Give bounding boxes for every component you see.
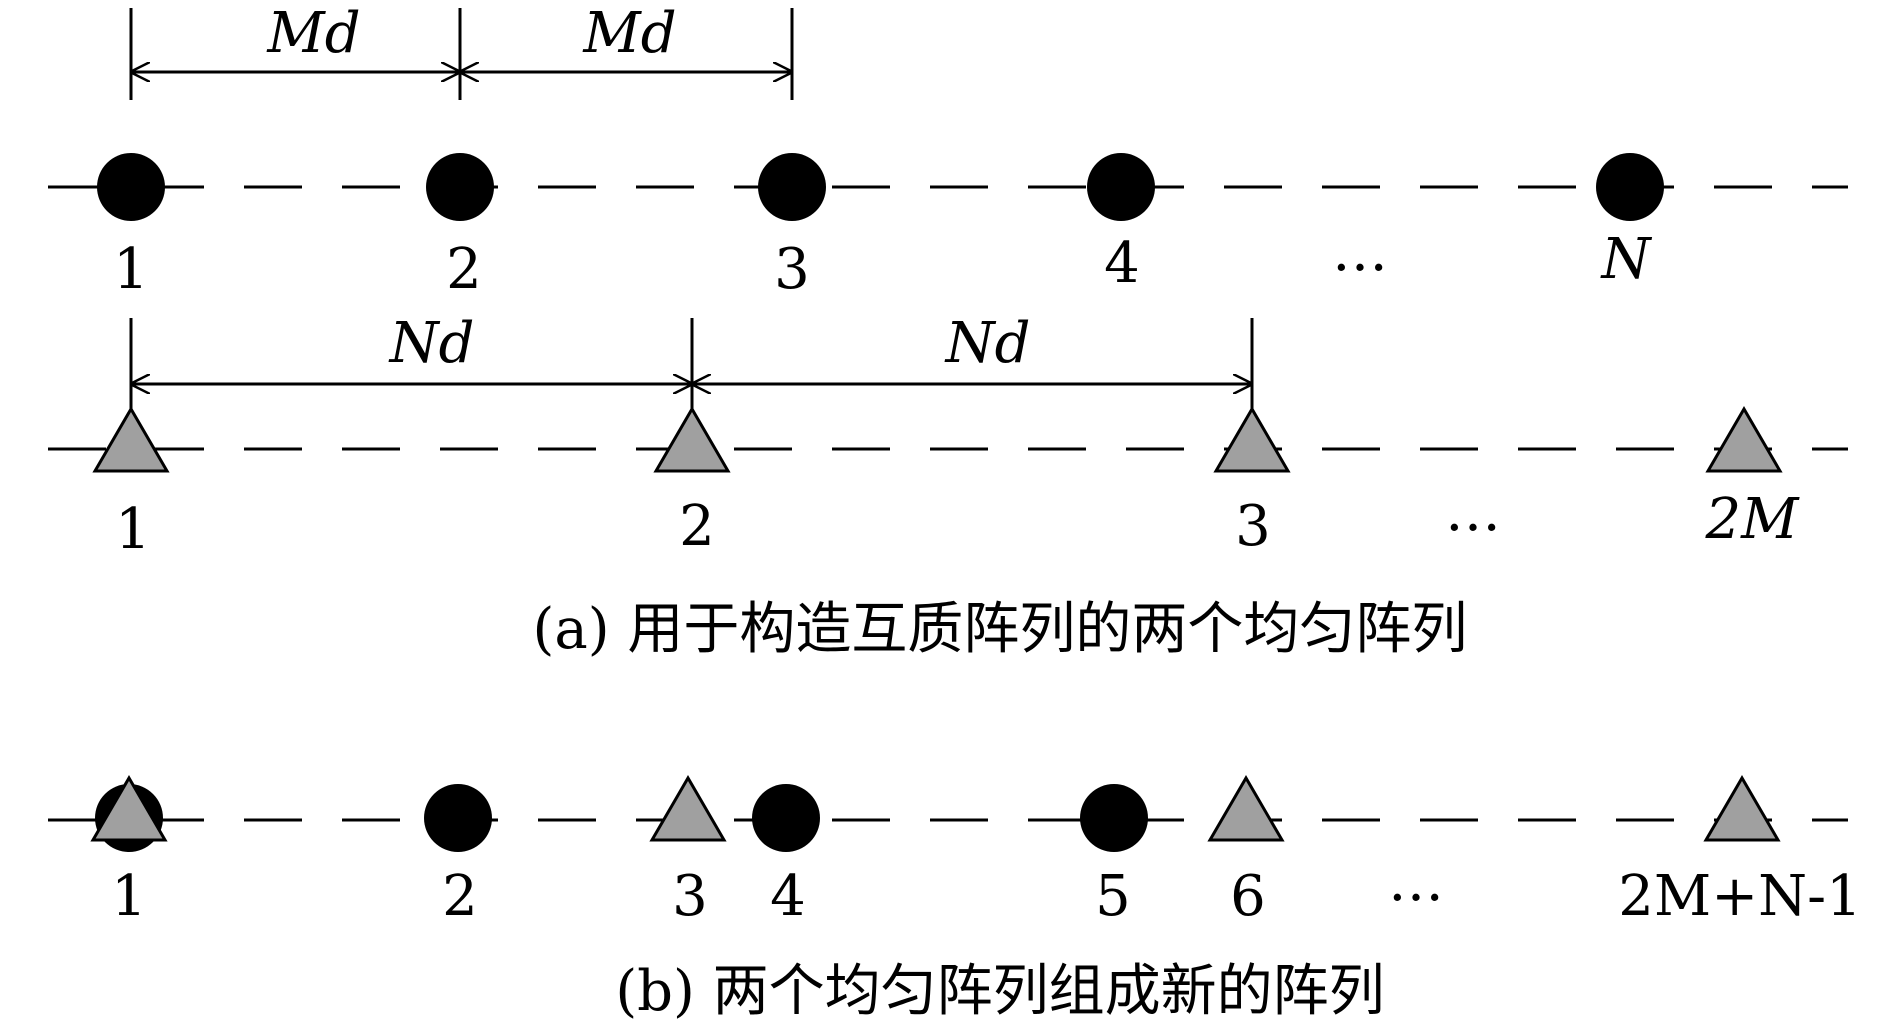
nd-label-1: Nd — [388, 311, 475, 376]
array-a2-label: 2 — [679, 494, 715, 559]
array-b-dot — [752, 784, 820, 852]
caption-b: (b) 两个均匀阵列组成新的阵列 — [615, 959, 1384, 1024]
array-a2-element — [92, 406, 170, 473]
array-a2-ellipsis: … — [1445, 479, 1501, 544]
array-a1: 1 2 3 4 … N — [48, 153, 1848, 302]
array-b-label: 5 — [1095, 864, 1131, 929]
array-b-triangle — [1703, 775, 1781, 842]
array-b-dot — [424, 784, 492, 852]
array-a1-element — [1596, 153, 1664, 221]
array-b: 1 2 3 4 5 6 … 2M+N-1 — [48, 775, 1862, 929]
array-a1-element — [426, 153, 494, 221]
array-a2-element — [1705, 406, 1783, 473]
array-b-label: 1 — [111, 864, 147, 929]
md-dimension-group: Md Md — [129, 1, 794, 100]
array-a2-element — [653, 406, 731, 473]
array-a1-label: 2 — [446, 237, 482, 302]
array-a2: 1 2 3 … 2M — [48, 406, 1848, 562]
array-b-ellipsis: … — [1388, 849, 1444, 914]
array-a1-label: N — [1600, 227, 1653, 292]
array-a2-element — [1213, 406, 1291, 473]
md-label-2: Md — [582, 1, 676, 66]
array-b-triangle — [1207, 775, 1285, 842]
array-b-dot — [1080, 784, 1148, 852]
array-b-label: 2 — [442, 864, 478, 929]
array-a1-label: 1 — [113, 237, 149, 302]
array-a2-label: 1 — [115, 497, 151, 562]
array-a1-element — [1087, 153, 1155, 221]
array-a1-label: 3 — [774, 237, 810, 302]
array-a2-label: 3 — [1235, 494, 1271, 559]
caption-a: (a) 用于构造互质阵列的两个均匀阵列 — [533, 597, 1468, 662]
array-a1-ellipsis: … — [1332, 219, 1388, 284]
array-a1-element — [97, 153, 165, 221]
array-b-label: 6 — [1230, 864, 1266, 929]
array-b-label: 4 — [770, 864, 806, 929]
nd-dimension-group: Nd Nd — [129, 311, 1254, 412]
array-b-triangle — [90, 775, 168, 842]
md-label-1: Md — [266, 1, 360, 66]
array-b-label: 3 — [672, 864, 708, 929]
array-a1-label: 4 — [1104, 231, 1140, 296]
array-a1-element — [758, 153, 826, 221]
array-b-triangle — [649, 775, 727, 842]
array-b-label: 2M+N-1 — [1618, 864, 1861, 929]
nd-label-2: Nd — [944, 311, 1031, 376]
array-a2-label: 2M — [1705, 487, 1801, 552]
